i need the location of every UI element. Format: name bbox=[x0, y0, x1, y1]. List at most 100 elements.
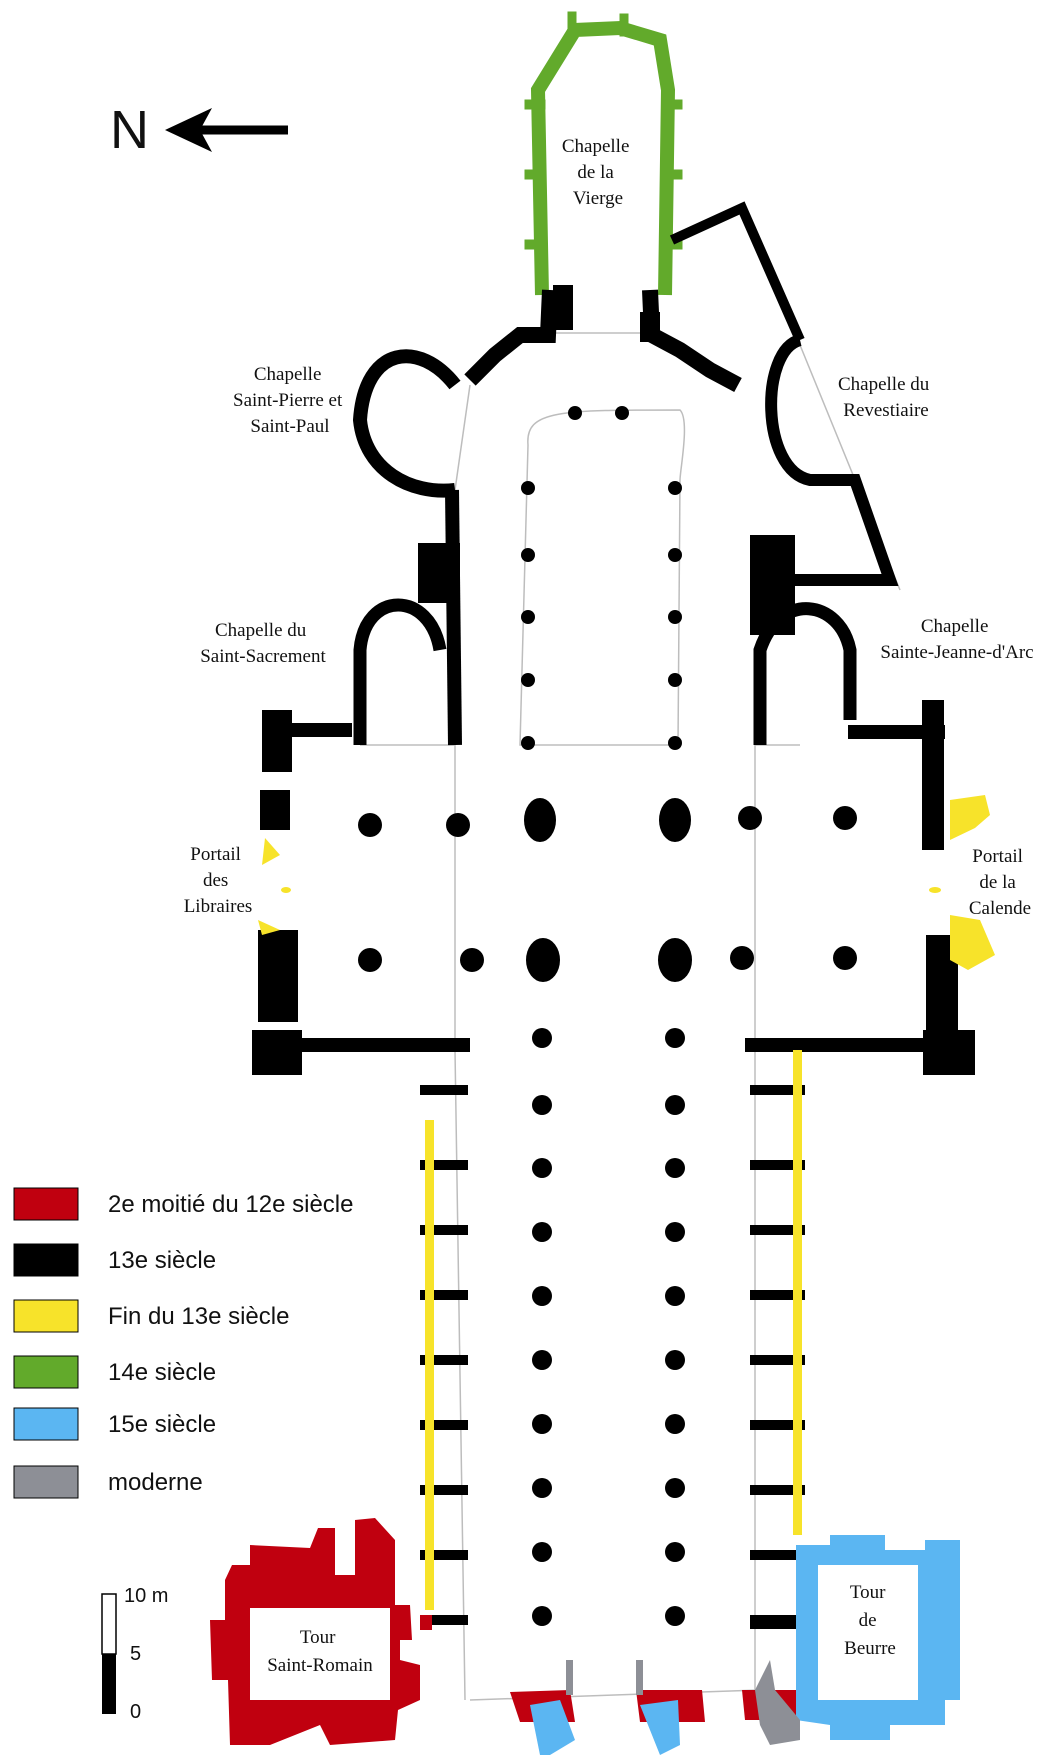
transept-pier bbox=[446, 813, 470, 837]
portail-calende-label: Portail de la Calende bbox=[969, 846, 1031, 919]
walls-modern bbox=[566, 1660, 800, 1745]
nave-pier bbox=[665, 1158, 685, 1178]
north-buttress bbox=[420, 1355, 468, 1365]
north-arrow-head bbox=[165, 108, 212, 152]
tour-saint-romain-pier bbox=[420, 1615, 432, 1630]
south-chapel-pier bbox=[750, 535, 795, 635]
apse-pier bbox=[553, 285, 573, 330]
legend-label-14th: 14e siècle bbox=[108, 1359, 216, 1386]
chapelle-revestiaire-label: Chapelle du Revestiaire bbox=[838, 374, 934, 421]
choir-outline bbox=[519, 409, 686, 746]
south-aisle-chapel-wall bbox=[793, 1050, 802, 1535]
nave-pier bbox=[532, 1350, 552, 1370]
chapel-link-outline bbox=[454, 384, 471, 491]
legend-swatch-13th bbox=[13, 1243, 79, 1277]
nave-pier bbox=[532, 1414, 552, 1434]
chapelle-jeanne-label: Chapelle Sainte-Jeanne-d'Arc bbox=[880, 616, 1033, 663]
calende-portal-mass bbox=[950, 795, 990, 840]
nave-pier bbox=[665, 1478, 685, 1498]
nave-pier bbox=[665, 1222, 685, 1242]
crossing-pier bbox=[524, 798, 556, 842]
modern-pier bbox=[636, 1660, 643, 1695]
lady-chapel-buttress bbox=[661, 99, 683, 110]
libraires-portal-mass bbox=[258, 920, 280, 935]
south-buttress bbox=[750, 1485, 805, 1495]
north-transept-portal-mass bbox=[258, 930, 298, 1022]
choir-column bbox=[521, 481, 535, 495]
legend-label-late-13th: Fin du 13e siècle bbox=[108, 1303, 289, 1330]
calende-portal-mass bbox=[950, 915, 995, 970]
transept-pier bbox=[730, 946, 754, 970]
north-corner-pier bbox=[252, 1030, 302, 1075]
choir-column bbox=[615, 406, 629, 420]
lady-chapel-walls bbox=[524, 11, 683, 296]
choir-column bbox=[668, 548, 682, 562]
south-aisle-outline bbox=[754, 744, 800, 1700]
nave-pier bbox=[532, 1028, 552, 1048]
north-buttress bbox=[420, 1290, 468, 1300]
modern-infill bbox=[755, 1660, 800, 1745]
tour-saint-romain-interior bbox=[250, 1608, 390, 1700]
portail-libraires-label: Portail des Libraires bbox=[184, 844, 253, 917]
revestiaire-chapel-wall bbox=[760, 334, 899, 586]
west-portal-center-infill bbox=[640, 1700, 680, 1755]
north-transept-wall bbox=[445, 489, 462, 746]
nave-pier bbox=[532, 1606, 552, 1626]
chapelle-vierge-label: Chapelle de la Vierge bbox=[562, 136, 634, 209]
revestiaire-wall bbox=[669, 201, 805, 343]
choir-column bbox=[668, 736, 682, 750]
nave-pier bbox=[532, 1478, 552, 1498]
lady-chapel-buttress bbox=[524, 169, 546, 180]
transept-pier bbox=[833, 806, 857, 830]
south-corner-pier bbox=[923, 1030, 975, 1075]
transept-pier bbox=[738, 806, 762, 830]
tour-de-beurre-interior bbox=[818, 1565, 918, 1700]
scale-label-mid: 5 bbox=[130, 1643, 141, 1665]
transept-pier bbox=[460, 948, 484, 972]
apse-pier bbox=[640, 312, 660, 342]
chapel-saint-sacrement-wall bbox=[353, 598, 447, 745]
legend-swatch-15th bbox=[13, 1407, 79, 1441]
modern-pier bbox=[566, 1660, 573, 1695]
west-portal-north-infill bbox=[530, 1700, 575, 1755]
legend-label-13th: 13e siècle bbox=[108, 1247, 216, 1274]
scale-label-top: 10 m bbox=[124, 1585, 168, 1607]
scale-bar-upper bbox=[101, 1593, 117, 1655]
legend-swatch-12th bbox=[13, 1187, 79, 1221]
north-aisle-chapel-wall bbox=[425, 1120, 434, 1610]
choir-column bbox=[521, 673, 535, 687]
choir-column bbox=[521, 610, 535, 624]
nave-pier bbox=[665, 1286, 685, 1306]
crossing-pier bbox=[526, 938, 560, 982]
south-buttress bbox=[750, 1355, 805, 1365]
libraires-portal-mass bbox=[262, 838, 280, 865]
south-buttress bbox=[750, 1615, 810, 1629]
chapelle-saint-pierre-label: Chapelle Saint-Pierre et Saint-Paul bbox=[233, 364, 347, 437]
plan-outline bbox=[360, 332, 901, 1701]
north-buttress bbox=[420, 1085, 468, 1095]
walls-late-13th-century bbox=[258, 795, 995, 1610]
crossing-pier bbox=[659, 798, 691, 842]
nave-pier bbox=[532, 1286, 552, 1306]
north-buttress bbox=[420, 1615, 468, 1625]
nave-pier bbox=[665, 1414, 685, 1434]
scale-bar-lower bbox=[102, 1654, 116, 1714]
transept-pier bbox=[833, 946, 857, 970]
north-transept-pier bbox=[262, 710, 292, 772]
chapel-jeanne-wall bbox=[753, 602, 857, 745]
south-buttress bbox=[750, 1550, 805, 1560]
libraires-portal-marker bbox=[281, 887, 291, 893]
north-buttress bbox=[420, 1550, 468, 1560]
nave-pier bbox=[665, 1028, 685, 1048]
legend-label-modern: moderne bbox=[108, 1469, 203, 1496]
north-transept-pier bbox=[260, 790, 290, 830]
apse-wall-south bbox=[642, 289, 742, 393]
legend-swatch-modern bbox=[13, 1465, 79, 1499]
legend-swatch-14th bbox=[13, 1355, 79, 1389]
chapel-saint-pierre-wall bbox=[352, 349, 461, 498]
lady-chapel-buttress bbox=[661, 169, 683, 180]
north-chapel-pier bbox=[418, 543, 460, 603]
nave-buttresses bbox=[420, 1085, 810, 1629]
choir-column bbox=[568, 406, 582, 420]
